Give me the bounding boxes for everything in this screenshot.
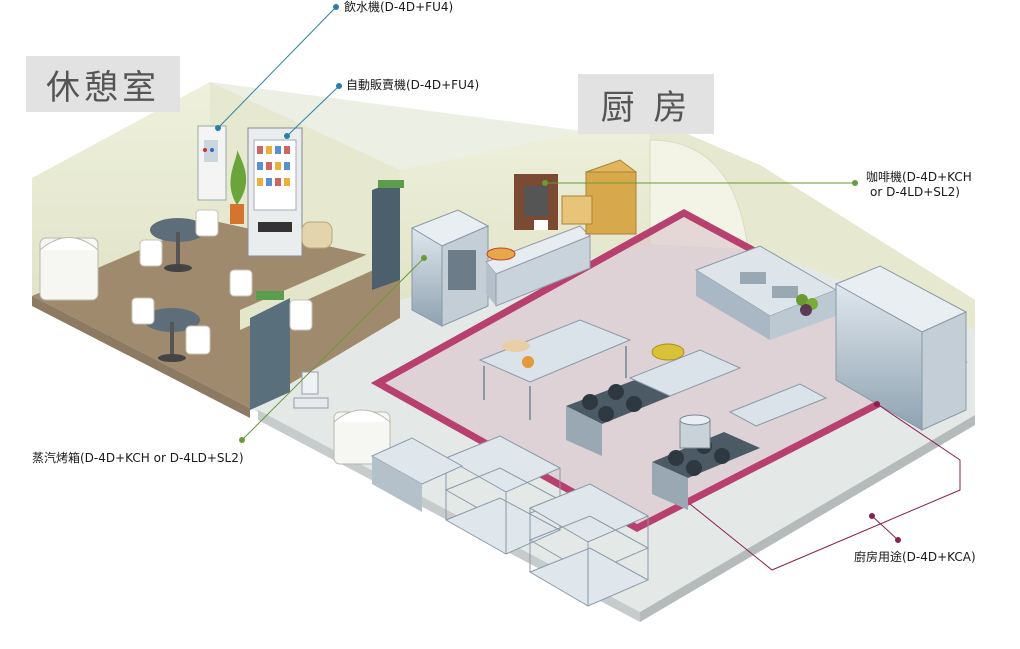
leader-steam-oven (239, 255, 427, 443)
rice-cooker (301, 221, 333, 249)
chairs-2 (131, 297, 313, 355)
room-label-rest: 休憩室 (26, 56, 180, 112)
callout-coffee-machine: 咖啡機(D-4D+KCH or D-4LD+SL2) (866, 170, 972, 200)
rest-room-floor-edge (32, 296, 250, 418)
table-1 (150, 218, 206, 272)
steam-oven (410, 209, 490, 327)
pizza (486, 247, 516, 261)
kitchen-floor-right-edge (640, 415, 975, 622)
stock-pot (679, 414, 711, 449)
food-on-table (502, 340, 534, 368)
exit-sign-1 (256, 291, 284, 300)
ice-cream-freezer (39, 237, 99, 301)
callout-steam-oven: 蒸汽烤箱(D-4D+KCH or D-4LD+SL2) (32, 451, 244, 465)
water-dispenser (197, 125, 227, 201)
burner-station-1 (566, 378, 676, 456)
callout-coffee-line2: or D-4LD+SL2) (870, 185, 960, 199)
prep-table-1 (478, 319, 632, 420)
door-kitchen (372, 180, 400, 290)
prep-table-2 (628, 349, 742, 397)
refrigerator (834, 265, 968, 431)
leader-coffee-machine (542, 180, 858, 186)
leader-vending-machine (284, 83, 342, 139)
callout-water-dispenser: 飲水機(D-4D+FU4) (344, 0, 454, 14)
grapes (796, 294, 818, 316)
coffee-machine (514, 174, 558, 230)
back-counter (485, 225, 591, 307)
wire-shelf-2 (528, 483, 650, 607)
cups-rack (561, 159, 638, 235)
leader-water-dispenser (215, 4, 339, 131)
prep-table-3 (728, 383, 828, 427)
callout-coffee-line1: 咖啡機(D-4D+KCH (866, 170, 972, 184)
leader-kitchen-use (689, 401, 961, 571)
plant (230, 150, 247, 224)
exit-sign-2 (378, 180, 404, 188)
rest-room-floor (32, 220, 400, 408)
chest-freezer (333, 409, 391, 465)
door-rest (250, 298, 290, 410)
table-2 (144, 308, 200, 362)
callout-kitchen-use: 廚房用途(D-4D+KCA) (854, 550, 976, 564)
front-counter (370, 437, 464, 512)
vending-machine (247, 127, 303, 257)
callout-vending-machine: 自動販賣機(D-4D+FU4) (346, 78, 480, 92)
chairs-1 (139, 209, 253, 297)
room-label-kitchen: 厨 房 (578, 74, 714, 134)
salad-bowl (651, 343, 685, 361)
